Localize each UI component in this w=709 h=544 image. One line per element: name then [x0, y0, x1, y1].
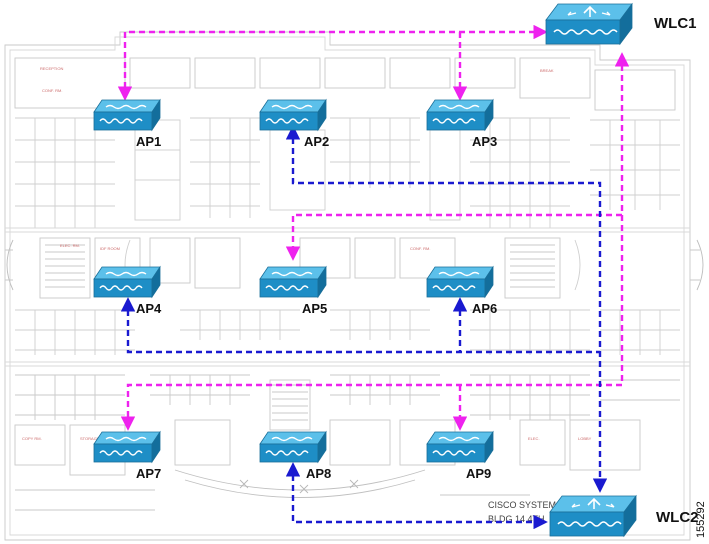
svg-text:RECEPTION: RECEPTION: [40, 66, 63, 71]
svg-text:BREAK: BREAK: [540, 68, 554, 73]
ap3-access-point-icon: [426, 99, 494, 131]
wlc2-label: WLC2: [656, 509, 699, 526]
svg-text:CONF. RM.: CONF. RM.: [410, 246, 430, 251]
ap9-label: AP9: [466, 466, 491, 481]
wlc1-links: [117, 24, 630, 431]
ap1: AP1: [93, 99, 161, 149]
svg-text:COPY RM.: COPY RM.: [22, 436, 42, 441]
ap7-label: AP7: [136, 466, 161, 481]
ap4-label: AP4: [136, 301, 162, 316]
wlc1: WLC1: [545, 3, 697, 45]
ap8: AP8: [259, 431, 331, 481]
ap2: AP2: [259, 99, 329, 149]
svg-text:CONF. RM.: CONF. RM.: [42, 88, 62, 93]
ap6-label: AP6: [472, 301, 497, 316]
figure-id: 155292: [695, 501, 707, 538]
ap9: AP9: [426, 431, 494, 481]
wlc1-label: WLC1: [654, 15, 697, 32]
ap6-access-point-icon: [426, 266, 494, 298]
ap2-label: AP2: [304, 134, 329, 149]
wlc2-links: [120, 125, 608, 530]
ap8-label: AP8: [306, 466, 331, 481]
wlc2: WLC2: [549, 495, 699, 537]
svg-text:IDF ROOM: IDF ROOM: [100, 246, 120, 251]
ap5: AP5: [259, 266, 327, 316]
ap9-access-point-icon: [426, 431, 494, 463]
svg-text:STORAGE: STORAGE: [80, 436, 100, 441]
ap2-access-point-icon: [259, 99, 327, 131]
svg-text:ELEC.: ELEC.: [528, 436, 540, 441]
ap5-access-point-icon: [259, 266, 327, 298]
ap7: AP7: [93, 431, 161, 481]
ap3: AP3: [426, 99, 497, 149]
ap4: AP4: [93, 266, 162, 316]
ap3-label: AP3: [472, 134, 497, 149]
ap1-access-point-icon: [93, 99, 161, 131]
ap4-access-point-icon: [93, 266, 161, 298]
svg-text:ELEC. RM.: ELEC. RM.: [60, 243, 80, 248]
wlc1-controller-icon: [545, 3, 633, 45]
ap7-access-point-icon: [93, 431, 161, 463]
svg-text:LOBBY: LOBBY: [578, 436, 592, 441]
ap1-label: AP1: [136, 134, 161, 149]
wlc2-controller-icon: [549, 495, 637, 537]
ap6: AP6: [426, 266, 497, 316]
ap5-label: AP5: [302, 301, 327, 316]
ap8-access-point-icon: [259, 431, 327, 463]
floorplan-company-text: CISCO SYSTEMS: [488, 500, 562, 510]
